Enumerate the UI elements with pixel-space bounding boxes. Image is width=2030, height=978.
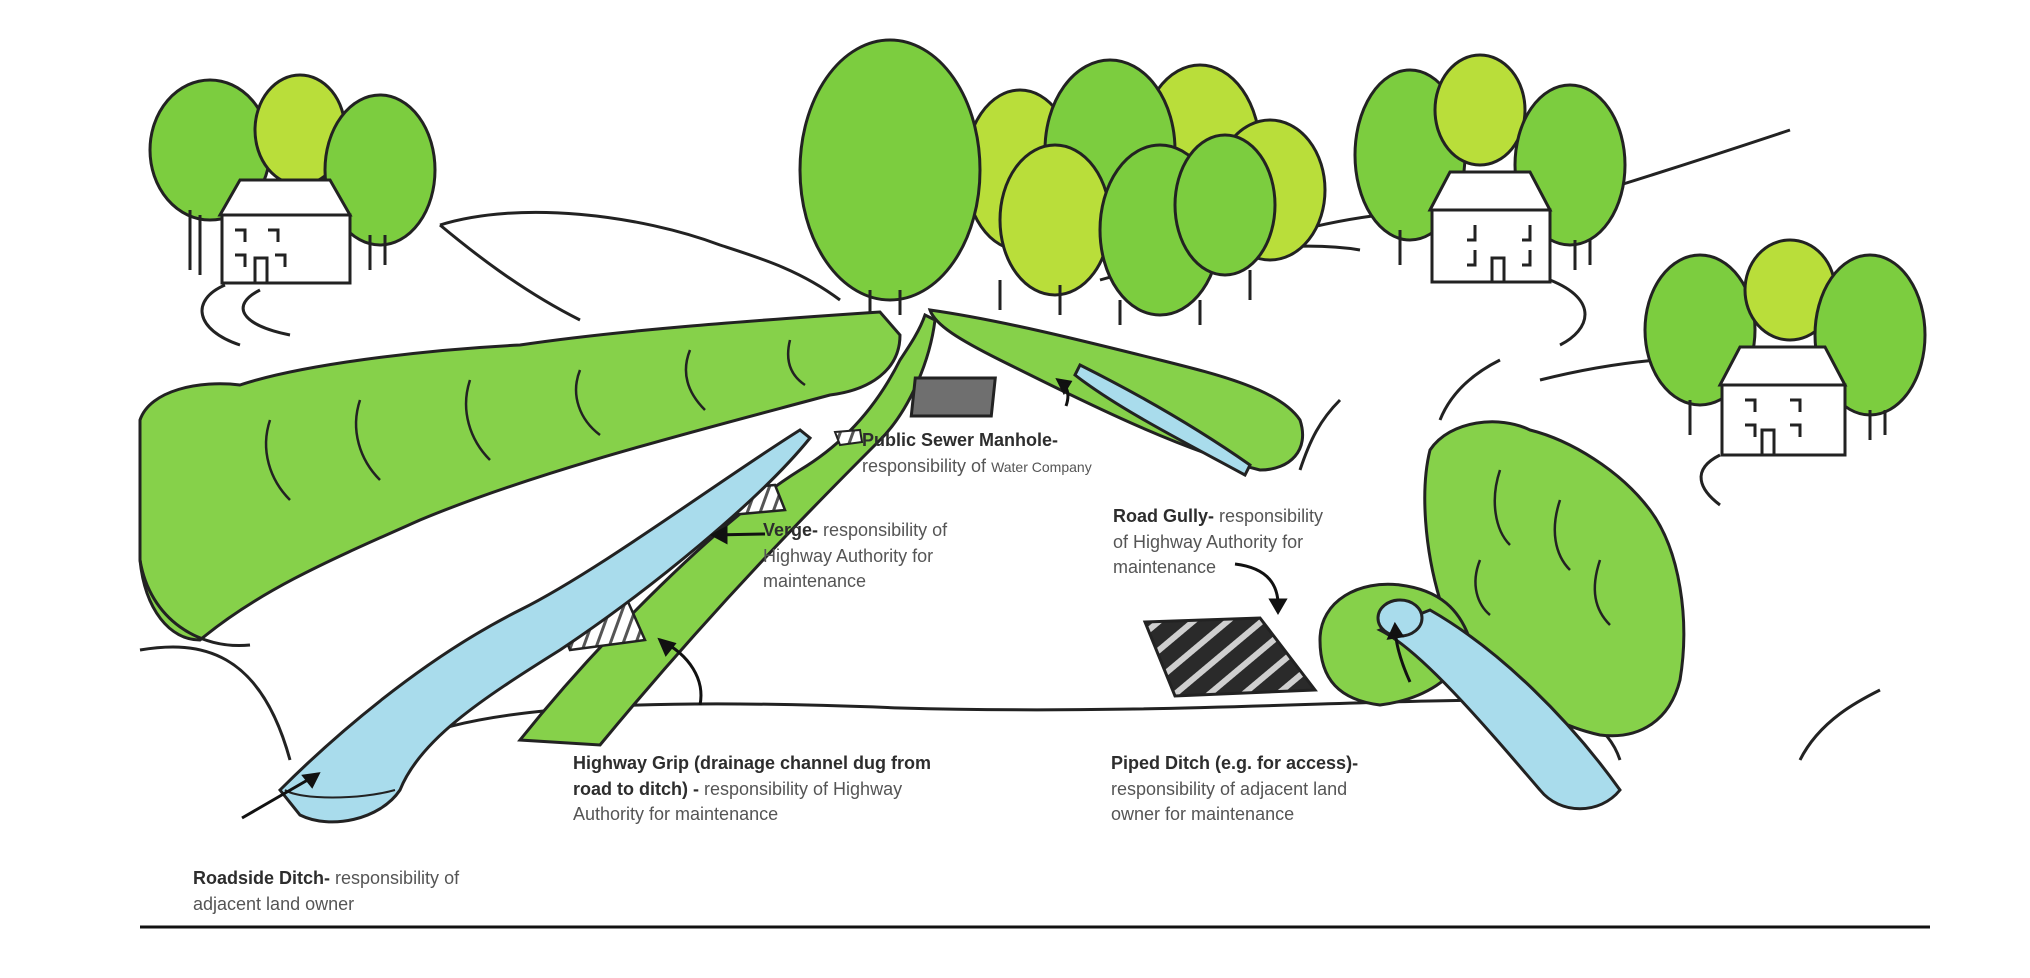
label-manhole-owner: Water Company — [991, 458, 1092, 475]
label-gully-desc-2: of Highway Authority for — [1113, 531, 1304, 552]
label-verge-desc-3: maintenance — [763, 571, 867, 592]
label-ditch-desc-1: responsibility of — [330, 868, 460, 888]
house-right-lower — [1643, 238, 1927, 507]
ditch-right-back — [1073, 362, 1252, 478]
label-arrows — [241, 378, 1412, 820]
label-verge: Verge- responsibility of Highway Authori… — [763, 518, 947, 595]
label-gully-desc-3: maintenance — [1113, 557, 1217, 578]
label-verge-title: Verge- — [763, 520, 819, 540]
label-ditch: Roadside Ditch- responsibility of adjace… — [193, 866, 459, 917]
house-right-top — [1353, 53, 1627, 347]
roadside-ditch — [277, 428, 813, 824]
label-manhole-title: Public Sewer Manhole- — [862, 430, 1059, 450]
label-manhole: Public Sewer Manhole- responsibility of … — [862, 428, 1092, 479]
label-verge-desc-2: Highway Authority for — [763, 545, 934, 566]
label-ditch-title: Roadside Ditch- — [193, 868, 331, 888]
label-gully: Road Gully- responsibility of Highway Au… — [1113, 504, 1323, 581]
label-gully-desc-1: responsibility — [1214, 506, 1324, 526]
label-grip-desc-2: responsibility of Highway — [698, 778, 903, 799]
label-gully-title: Road Gully- — [1113, 506, 1215, 526]
road-gully-grate — [1142, 616, 1318, 698]
piped-ditch — [1318, 582, 1622, 811]
label-piped-desc-3: owner for maintenance — [1111, 804, 1295, 825]
label-ditch-desc-2: adjacent land owner — [193, 893, 355, 914]
manhole-cover — [909, 376, 997, 418]
label-verge-desc-1: responsibility of — [818, 520, 948, 540]
label-grip: Highway Grip (drainage channel dug from … — [573, 751, 931, 828]
label-grip-title-1: Highway Grip (drainage channel dug from — [573, 753, 932, 773]
house-left — [148, 73, 437, 347]
label-grip-desc-3: Authority for maintenance — [573, 804, 779, 825]
trees-center — [798, 38, 1327, 325]
label-piped-title: Piped Ditch (e.g. for access)- — [1111, 753, 1359, 773]
label-manhole-desc: responsibility of — [862, 455, 992, 476]
label-piped-desc-2: responsibility of adjacent land — [1111, 778, 1348, 799]
label-piped: Piped Ditch (e.g. for access)- responsib… — [1111, 751, 1358, 828]
label-grip-title-2: road to ditch) - — [573, 778, 699, 799]
hedge-left — [138, 310, 902, 648]
